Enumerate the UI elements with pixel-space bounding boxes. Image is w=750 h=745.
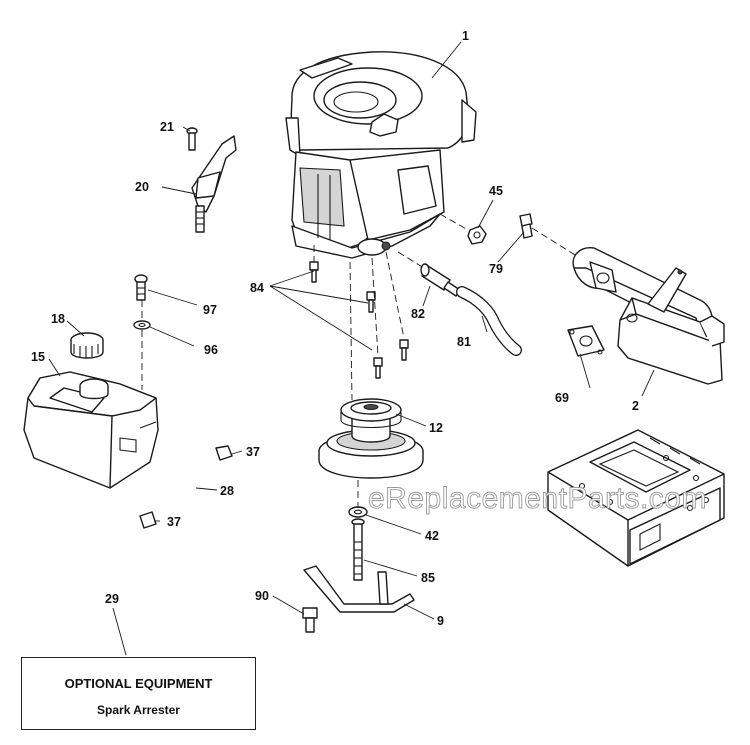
callout-96: 96 — [204, 343, 218, 357]
hose-clamp-upper — [215, 445, 233, 461]
engine-mount-plate — [547, 429, 725, 567]
engine — [285, 51, 477, 259]
fuel-tank — [23, 371, 159, 489]
optional-equipment-box: OPTIONAL EQUIPMENT Spark Arrester — [21, 657, 256, 730]
callout-1: 1 — [462, 29, 469, 43]
fuel-cap — [70, 332, 104, 359]
engine-bolt-c — [373, 357, 383, 379]
exhaust-bolt — [519, 213, 533, 239]
muffler-gasket — [567, 325, 605, 357]
tank-screw — [134, 274, 148, 301]
callout-45: 45 — [489, 184, 503, 198]
oil-drain-hose — [456, 286, 522, 356]
pulley-washer — [348, 506, 368, 518]
callout-20: 20 — [135, 180, 149, 194]
pulley-bolt — [351, 518, 365, 581]
engine-bolt-b — [366, 291, 376, 313]
belt-guide-rod — [303, 565, 415, 613]
engine-bolt-d — [399, 339, 409, 361]
throttle-bracket — [191, 135, 237, 233]
engine-bolt-a — [309, 261, 319, 283]
hose-clamp-lower — [139, 511, 157, 529]
callout-90: 90 — [255, 589, 269, 603]
oil-drain-fitting — [420, 263, 461, 297]
callout-37-lower: 37 — [167, 515, 181, 529]
tank-washer — [133, 320, 151, 330]
guide-bolt — [302, 607, 318, 633]
callout-37-upper: 37 — [246, 445, 260, 459]
optional-equipment-title: OPTIONAL EQUIPMENT — [64, 676, 213, 691]
callout-9: 9 — [437, 614, 444, 628]
callout-12: 12 — [429, 421, 443, 435]
optional-equipment-item: Spark Arrester — [97, 703, 180, 717]
callout-82: 82 — [411, 307, 425, 321]
callout-85: 85 — [421, 571, 435, 585]
callout-29: 29 — [105, 592, 119, 606]
callout-labels: 1 2 9 12 15 18 20 21 28 29 37 37 42 45 6… — [31, 29, 639, 628]
watermark-text: eReplacementParts.com — [368, 482, 707, 515]
callout-69: 69 — [555, 391, 569, 405]
callout-18: 18 — [51, 312, 65, 326]
bracket-screw — [186, 127, 198, 151]
engine-pulley — [318, 398, 424, 479]
fuel-line — [156, 455, 224, 514]
callout-28: 28 — [220, 484, 234, 498]
callout-2: 2 — [632, 399, 639, 413]
callout-81: 81 — [457, 335, 471, 349]
callout-15: 15 — [31, 350, 45, 364]
callout-21: 21 — [160, 120, 174, 134]
callout-42: 42 — [425, 529, 439, 543]
callout-97: 97 — [203, 303, 217, 317]
callout-84: 84 — [250, 281, 264, 295]
exhaust-nut — [467, 225, 487, 245]
leader-lines — [48, 41, 655, 656]
callout-79: 79 — [489, 262, 503, 276]
muffler — [572, 247, 725, 385]
